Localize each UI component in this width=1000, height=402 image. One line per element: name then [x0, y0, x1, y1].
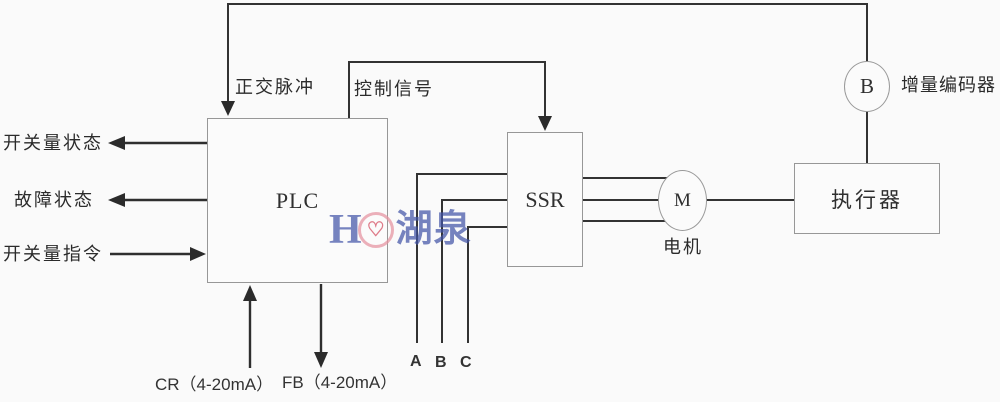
- phase-c-label: C: [460, 354, 472, 371]
- switch-status-label: 开关量状态: [3, 133, 103, 153]
- control-signal-label: 控制信号: [354, 79, 434, 99]
- quadrature-pulse-label: 正交脉冲: [235, 77, 315, 97]
- plc-block: PLC: [207, 118, 388, 283]
- actuator-block: 执行器: [794, 163, 940, 234]
- fault-status-label: 故障状态: [14, 190, 94, 210]
- phase-c-line: [467, 226, 507, 343]
- encoder-feedback-line: [227, 3, 868, 103]
- control-signal-arrowhead-icon: [538, 116, 552, 131]
- encoder-node: B: [844, 61, 890, 112]
- phase-a-label: A: [410, 353, 422, 370]
- cr-input-label: CR（4-20mA）: [155, 375, 274, 394]
- cr-input-arrowhead-icon: [243, 285, 257, 301]
- phase-b-label: B: [435, 354, 447, 371]
- switch-command-arrowhead-icon: [190, 247, 206, 261]
- phase-a-line: [416, 173, 507, 343]
- switch-status-arrowhead-icon: [108, 136, 125, 150]
- ssr-block: SSR: [507, 132, 583, 267]
- motor-caption: 电机: [663, 237, 703, 257]
- fb-output-label: FB（4-20mA）: [282, 373, 398, 392]
- motor-node: M: [658, 170, 707, 231]
- encoder-feedback-arrowhead-icon: [221, 101, 235, 116]
- fault-status-arrowhead-icon: [108, 193, 125, 207]
- control-signal-line: [348, 61, 546, 118]
- encoder-caption: 增量编码器: [901, 75, 996, 95]
- switch-command-label: 开关量指令: [3, 244, 103, 264]
- fb-output-arrowhead-icon: [314, 352, 328, 368]
- phase-b-line: [441, 199, 507, 343]
